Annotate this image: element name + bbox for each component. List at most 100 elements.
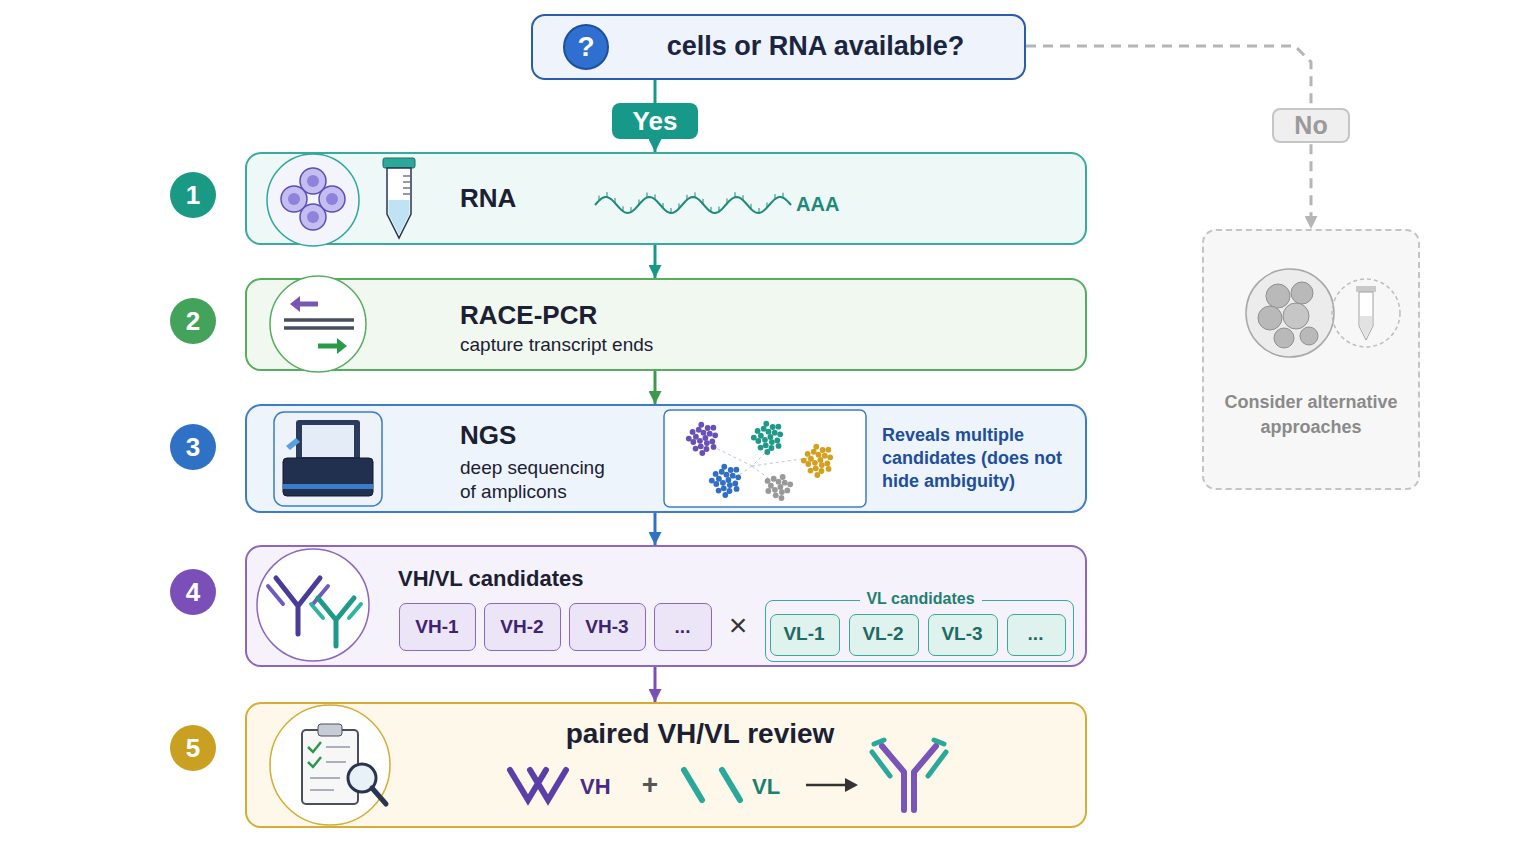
nucleus [307, 175, 319, 187]
sequence-dot [764, 449, 770, 455]
decision-box: cells or RNA available? [531, 14, 1026, 80]
vl-candidate: VL-1 [770, 614, 840, 656]
step-number: 3 [170, 424, 216, 470]
cell-icon-frame [267, 154, 359, 246]
sequence-dot [768, 434, 774, 440]
sequence-dot [826, 466, 832, 472]
node-text: paired VH/VL review [485, 716, 915, 752]
vh-candidate: VH-3 [569, 603, 646, 651]
sequence-dot [769, 445, 775, 451]
step-number: 2 [170, 298, 216, 344]
rna-base [639, 199, 640, 204]
cell-icon-frame [1246, 269, 1334, 357]
vl-chain [684, 770, 740, 800]
dna-strand [284, 326, 354, 330]
review-icon-frame [270, 705, 390, 825]
tube-graduation [403, 176, 410, 194]
sequence-dot [686, 436, 692, 442]
magnifier-handle [372, 788, 386, 804]
sequence-dot [776, 479, 782, 485]
rna-base [711, 207, 712, 212]
sequence-dot [819, 462, 825, 468]
sequence-dot [773, 492, 779, 498]
rna-base [783, 193, 784, 198]
cell [300, 168, 326, 194]
antibody-light [872, 740, 946, 776]
process-step: VH/VL candidatesVH-1VH-2VH-3...VL candid… [245, 545, 1087, 667]
sequencer-base [283, 458, 373, 496]
sequence-dot [787, 481, 793, 487]
result-arrow-head [845, 778, 858, 792]
cell [300, 204, 326, 230]
cluster-links [712, 446, 808, 484]
sequence-dot [825, 447, 831, 453]
cell [319, 186, 345, 212]
vl-candidate: ... [1007, 614, 1066, 656]
sequence-dot [811, 449, 817, 455]
sequence-dot [805, 451, 811, 457]
cluster-inset [664, 410, 866, 507]
vh-candidate: VH-1 [399, 603, 476, 651]
rna-base [599, 196, 600, 201]
sequence-dot [701, 430, 707, 436]
sequence-dot [758, 445, 764, 451]
dna-strand [284, 318, 354, 322]
sequence-dot [782, 480, 788, 486]
process-step: paired VH/VL reviewVH+VL [245, 702, 1087, 828]
rna-base [743, 195, 744, 200]
sequencer-top [296, 420, 360, 464]
cell [1266, 284, 1290, 308]
rna-base [663, 203, 664, 208]
check-mark [308, 742, 321, 752]
rna-base [775, 194, 776, 199]
vh-candidate: ... [654, 603, 712, 651]
sequence-dot [735, 474, 741, 480]
sequence-dot [705, 425, 711, 431]
tube-cap [383, 158, 415, 168]
sequence-dot [763, 442, 769, 448]
sequence-dot [726, 477, 732, 483]
rna-base [719, 207, 720, 212]
rna-base [647, 192, 648, 197]
process-step: RACE-PCRcapture transcript ends [245, 278, 1087, 371]
sequence-dot [696, 427, 702, 433]
sequence-dot [771, 476, 777, 482]
node-text: AAA [796, 190, 856, 218]
antibody-light [268, 586, 328, 604]
node-text: 1 [170, 172, 216, 218]
rna-base [655, 194, 656, 199]
node-text: capture transcript ends [460, 332, 860, 358]
rna-base [727, 198, 728, 203]
sequence-dot [801, 458, 807, 464]
sequence-dot [768, 483, 774, 489]
node-text: + [638, 769, 662, 801]
sequence-dot [733, 467, 739, 473]
node-text: 3 [170, 424, 216, 470]
check-mark [308, 757, 321, 767]
vl-group: VL candidatesVL-1VL-2VL-3... [765, 600, 1074, 662]
clipboard-lines [310, 747, 350, 790]
node-text: 2 [170, 298, 216, 344]
sequence-dot [816, 452, 822, 458]
tube-cap [1356, 286, 1376, 292]
sequence-dot [713, 481, 719, 487]
flow-connector [654, 371, 657, 404]
flow-connector [654, 513, 657, 545]
sequence-dot [730, 473, 736, 479]
sequence-dot [774, 438, 780, 444]
sequence-dot [693, 446, 699, 452]
sequence-dot [721, 485, 727, 491]
nucleus [307, 211, 319, 223]
sequence-dot [812, 460, 818, 466]
sequence-dot [772, 430, 778, 436]
process-step: RNAAAA [245, 152, 1087, 245]
sequence-dot [778, 484, 784, 490]
sequence-dot [727, 482, 733, 488]
rna-base [767, 203, 768, 208]
cell [281, 186, 307, 212]
primer-arrow [298, 302, 318, 307]
rna-base [751, 204, 752, 209]
sequence-dot [693, 434, 699, 440]
sequence-dot [755, 428, 761, 434]
